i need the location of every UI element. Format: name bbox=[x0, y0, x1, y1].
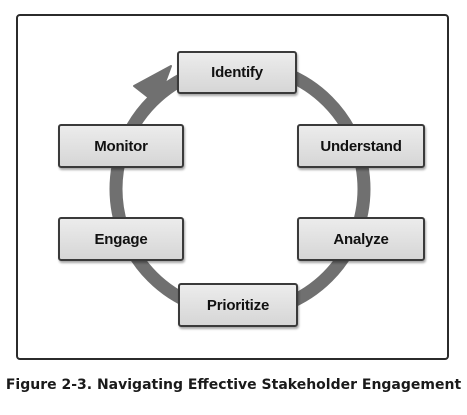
stage-analyze-label: Analyze bbox=[333, 230, 389, 248]
stage-prioritize-label: Prioritize bbox=[206, 296, 270, 314]
stage-understand-label: Understand bbox=[320, 137, 402, 155]
stage-prioritize: Prioritize bbox=[178, 283, 298, 327]
stage-analyze: Analyze bbox=[297, 217, 425, 261]
cycle-arrowhead bbox=[133, 65, 172, 105]
stage-engage: Engage bbox=[58, 217, 184, 261]
stage-identify-label: Identify bbox=[211, 64, 263, 81]
figure-caption: Figure 2-3. Navigating Effective Stakeho… bbox=[5, 377, 462, 393]
stage-identify: Identify bbox=[177, 51, 297, 94]
stage-understand: Understand bbox=[297, 124, 425, 168]
stage-monitor-label: Monitor bbox=[94, 137, 148, 155]
stage-monitor: Monitor bbox=[58, 124, 184, 168]
stage-engage-label: Engage bbox=[94, 230, 148, 248]
